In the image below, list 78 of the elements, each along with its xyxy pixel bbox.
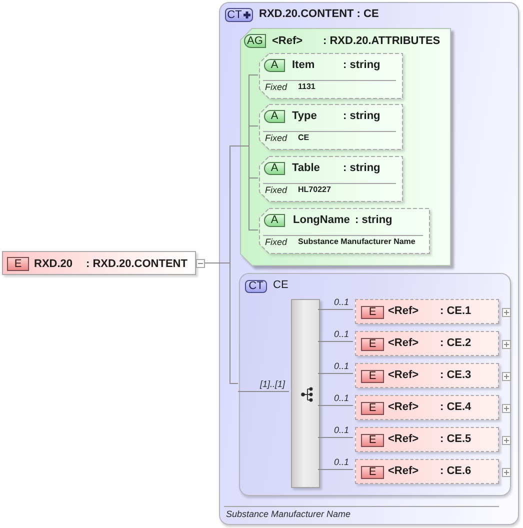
type-name: : string [343,109,380,123]
element-badge: E [361,338,384,351]
element-badge: E [361,434,384,447]
multiplicity-label: 0..1 [334,456,349,468]
sequence-bar [291,299,320,488]
attribute-group-badge: AG [244,34,266,48]
element-badge: E [361,306,384,319]
attribute-badge: A [264,214,285,227]
fixed-value: 1131 [298,81,316,93]
multiplicity-label: 0..1 [334,424,349,436]
type-name: : RXD.20.CONTENT [86,257,188,271]
element-box [2,251,196,275]
attribute-badge: A [264,162,285,175]
multiplicity-label: 0..1 [334,360,349,372]
type-name: : CE.2 [440,336,472,350]
documentation-text: Substance Manufacturer Name [226,508,351,520]
element-badge: E [361,370,384,383]
type-title: CE [273,278,288,292]
element-badge: E [361,402,384,415]
multiplicity-label: [1]..[1] [260,378,285,390]
connector-line [318,309,354,310]
reference-label: <Ref> [388,336,419,350]
element-ref-box [355,427,499,452]
type-name: : CE.6 [440,464,472,478]
reference-label: <Ref> [272,34,303,48]
attribute-box [259,208,430,254]
attribute-badge: A [264,110,285,123]
element-ref-box [355,395,499,420]
element-ref-box [355,299,499,324]
type-name: : CE.4 [440,400,472,414]
fixed-value: HL70227 [298,184,331,196]
element-ref-box [355,363,499,388]
complex-type-badge: CT [245,280,267,293]
type-name: : CE.3 [440,368,472,382]
fixed-value: Substance Manufacturer Name [298,236,416,248]
element-ref-box [355,331,499,356]
type-name: : string [343,58,380,72]
attribute-name: Type [292,109,317,123]
attribute-group-box [240,28,451,266]
reference-label: <Ref> [388,304,419,318]
connector-line [238,391,290,392]
multiplicity-label: 0..1 [334,328,349,340]
type-name: : string [355,213,392,227]
fixed-label: Fixed [265,81,288,93]
type-name: : string [343,161,380,175]
fixed-label: Fixed [265,132,288,144]
attribute-box [259,156,403,202]
complex-type-box [239,273,511,496]
element-ref-box [355,459,499,484]
reference-label: <Ref> [388,464,419,478]
attribute-name: LongName [293,213,350,227]
attribute-box [259,104,403,150]
reference-label: <Ref> [388,432,419,446]
reference-label: <Ref> [388,368,419,382]
attribute-badge: A [264,59,285,72]
element-name: RXD.20 [34,257,73,271]
type-name: : CE.1 [440,304,472,318]
element-badge: E [361,466,384,479]
type-name: : CE.5 [440,432,472,446]
fixed-label: Fixed [265,236,288,248]
connector-line [318,405,354,406]
multiplicity-label: 0..1 [334,296,349,308]
reference-label: <Ref> [388,400,419,414]
element-badge: E [7,257,29,271]
type-title: RXD.20.CONTENT : CE [259,7,379,21]
fixed-label: Fixed [265,184,288,196]
connector-line [318,437,354,438]
attribute-name: Table [292,161,320,175]
connector-line [318,341,354,342]
connector-line [318,373,354,374]
multiplicity-label: 0..1 [334,392,349,404]
attribute-box [259,53,403,99]
complex-type-box [219,2,519,525]
attribute-name: Item [292,58,315,72]
badge-label: CT [227,10,242,20]
connector-line [318,469,354,470]
fixed-value: CE [298,132,310,144]
type-name: : RXD.20.ATTRIBUTES [323,34,440,48]
